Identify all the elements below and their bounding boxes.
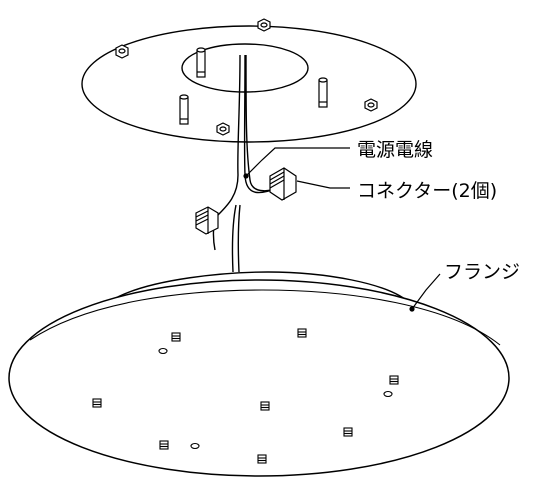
fixture-stud bbox=[92, 398, 102, 408]
power-wire-leader-line bbox=[245, 147, 350, 177]
fixture-stud bbox=[159, 440, 169, 450]
connector-label: コネクター(2個) bbox=[357, 180, 497, 202]
flange-leader-dot bbox=[409, 306, 415, 312]
connector bbox=[269, 167, 297, 201]
fixture-stud bbox=[260, 401, 270, 411]
connector-leader-line bbox=[296, 180, 350, 189]
flange-label: フランジ bbox=[444, 261, 520, 283]
mounting-plate-stud bbox=[179, 94, 189, 125]
fixture-hole bbox=[158, 347, 168, 355]
mounting-plate-nut bbox=[257, 18, 271, 32]
mounting-plate bbox=[81, 25, 417, 143]
flange-leader-line bbox=[411, 273, 441, 310]
fixture-stud bbox=[343, 427, 353, 437]
fixture-stud bbox=[171, 332, 181, 342]
fixture-hole bbox=[190, 442, 200, 450]
power-wire-label: 電源電線 bbox=[357, 139, 433, 161]
fixture-stud bbox=[389, 375, 399, 385]
mounting-plate-stud bbox=[318, 77, 328, 108]
mounting-plate-nut bbox=[115, 44, 129, 59]
fixture-body bbox=[8, 271, 510, 477]
flange-rim bbox=[29, 289, 501, 346]
connector bbox=[195, 206, 219, 235]
fixture-disc bbox=[8, 279, 510, 477]
fixture-stud bbox=[297, 328, 307, 338]
power-wire-leader-dot bbox=[243, 173, 249, 179]
fixture-hole bbox=[383, 390, 393, 398]
fixture-stud bbox=[257, 454, 267, 464]
mounting-plate-stud bbox=[196, 47, 206, 78]
mounting-plate-nut bbox=[216, 122, 230, 136]
mounting-plate-nut bbox=[364, 98, 378, 112]
